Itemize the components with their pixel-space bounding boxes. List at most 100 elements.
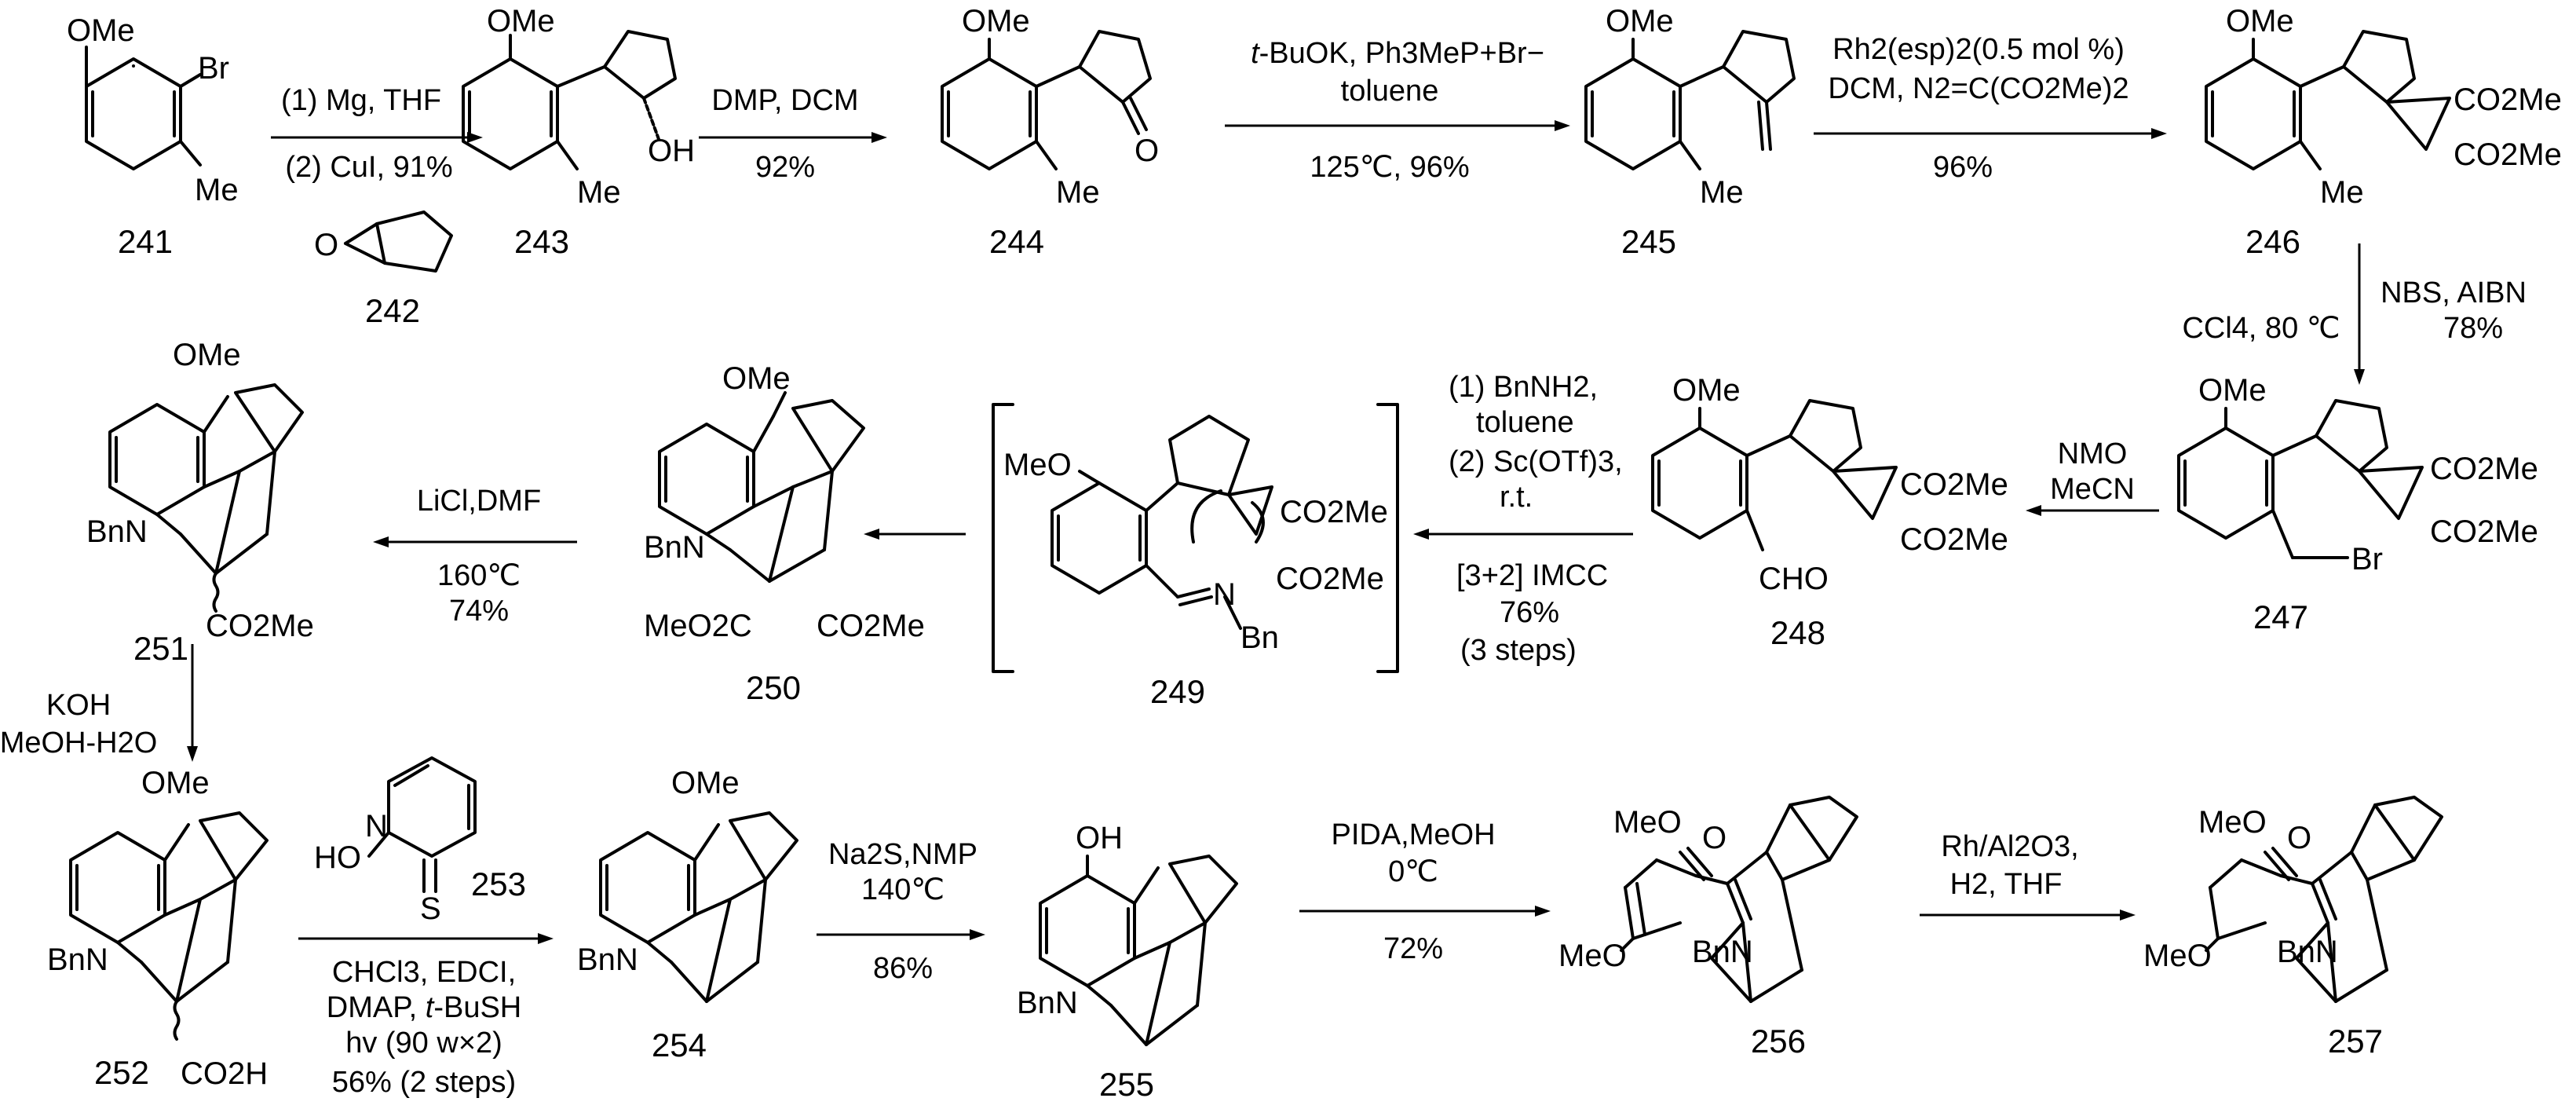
condition-text: toluene	[1341, 75, 1439, 108]
condition-text: DMP, DCM	[711, 84, 858, 117]
condition-text: CHCl3, EDCI,	[332, 956, 516, 989]
atom-ome: OMe	[1606, 4, 1674, 38]
atom-co2me: CO2Me	[2430, 452, 2538, 486]
condition-text: r.t.	[1500, 481, 1533, 514]
condition-text: MeCN	[2050, 473, 2135, 506]
arrowhead	[2354, 369, 2365, 385]
condition-text: CCl4, 80 ℃	[2182, 312, 2340, 345]
atom-bn: Bn	[1240, 620, 1279, 655]
atom-ome: OMe	[487, 4, 555, 38]
arrowhead	[538, 933, 554, 944]
atom-me: Me	[1700, 175, 1744, 210]
compound-label-247: 247	[2253, 598, 2308, 635]
atom-n: N	[365, 809, 388, 844]
condition-text: 72%	[1383, 932, 1443, 965]
compound-label-251: 251	[133, 630, 188, 667]
compound-254-structure: OMe BnN	[577, 766, 798, 1003]
arrowhead	[2151, 128, 2167, 139]
atom-ome: OMe	[1672, 373, 1741, 408]
atom-o: O	[2287, 821, 2311, 855]
arrowhead	[2120, 910, 2136, 921]
compound-252-structure: OMe BnN CO2H	[47, 766, 269, 1091]
condition-text: 140℃	[861, 873, 945, 906]
compound-250-structure: OMe BnN MeO2C CO2Me	[644, 361, 925, 643]
atom-bnn: BnN	[1017, 986, 1078, 1020]
compound-241-structure: OMe Br Me	[67, 13, 239, 207]
atom-meo: MeO	[2143, 939, 2212, 973]
condition-text: 96%	[1933, 151, 1993, 184]
atom-ome: OMe	[962, 4, 1030, 38]
atom-ome: OMe	[671, 766, 740, 800]
atom-me: Me	[195, 173, 239, 207]
compound-label-255: 255	[1099, 1066, 1154, 1103]
compound-label-252: 252	[94, 1054, 149, 1091]
atom-oh: OH	[648, 134, 695, 168]
atom-me: Me	[577, 175, 621, 210]
atom-s: S	[420, 891, 441, 926]
condition-text: DCM, N2=C(CO2Me)2	[1828, 72, 2128, 105]
atom-ome: OMe	[141, 766, 210, 800]
compound-247-structure: OMe CO2Me CO2Me Br	[2177, 373, 2538, 576]
condition-text: 125℃, 96%	[1310, 151, 1469, 184]
condition-text: (2) CuI, 91%	[285, 151, 452, 184]
atom-o: O	[314, 228, 338, 262]
atom-bnn: BnN	[1692, 935, 1753, 969]
atom-meo: MeO	[1003, 448, 1072, 482]
atom-meo: MeO	[1558, 939, 1627, 973]
atom-meo2c: MeO2C	[644, 609, 752, 643]
compound-label-245: 245	[1621, 223, 1676, 260]
atom-co2me: CO2Me	[2430, 514, 2538, 549]
condition-text: Rh/Al2O3,	[1941, 830, 2078, 863]
condition-text: (2) Sc(OTf)3,	[1449, 445, 1623, 478]
condition-text: 86%	[873, 952, 933, 985]
compound-253-structure: HO N S	[314, 756, 477, 926]
compound-label-248: 248	[1770, 614, 1825, 651]
compound-242-structure: O	[314, 210, 453, 273]
compound-label-253: 253	[471, 866, 526, 902]
compound-246-structure: OMe CO2Me CO2Me Me	[2205, 4, 2562, 210]
atom-meo: MeO	[1613, 805, 1682, 840]
atom-ome: OMe	[2226, 4, 2294, 38]
atom-co2me: CO2Me	[1280, 495, 1388, 529]
condition-text: 160℃	[437, 559, 521, 592]
compound-label-246: 246	[2245, 223, 2300, 260]
condition-text: 76%	[1500, 596, 1559, 629]
bracket-left	[992, 403, 1014, 673]
compound-256-structure: MeO O MeO BnN	[1558, 796, 1858, 1003]
atom-co2me: CO2Me	[817, 609, 925, 643]
condition-text: DMAP, t-BuSH	[327, 991, 522, 1024]
atom-br: Br	[2351, 542, 2383, 576]
atom-me: Me	[2320, 175, 2364, 210]
compound-251-structure: OMe BnN CO2Me	[86, 338, 314, 643]
compound-255-structure: OH BnN	[1017, 821, 1238, 1046]
atom-co2h: CO2H	[181, 1056, 268, 1091]
condition-text: 0℃	[1388, 855, 1438, 888]
atom-bnn: BnN	[2277, 935, 2338, 969]
condition-text: LiCl,DMF	[417, 485, 541, 518]
arrowhead	[970, 929, 985, 940]
compound-label-256: 256	[1751, 1023, 1806, 1060]
condition-text: 78%	[2443, 312, 2503, 345]
compound-243-structure: OMe OH Me	[462, 4, 695, 210]
atom-ho: HO	[314, 840, 361, 875]
atom-co2me: CO2Me	[1900, 467, 2008, 502]
condition-text: (1) BnNH2,	[1449, 371, 1598, 404]
compound-248-structure: OMe CO2Me CO2Me CHO	[1651, 373, 2008, 596]
atom-bnn: BnN	[86, 514, 148, 549]
compound-257-structure: MeO O MeO BnN	[2143, 796, 2443, 1003]
condition-text: PIDA,MeOH	[1331, 818, 1495, 851]
atom-co2me: CO2Me	[1900, 522, 2008, 557]
arrowhead	[2026, 505, 2041, 516]
compound-label-254: 254	[652, 1027, 707, 1063]
atom-ome: OMe	[173, 338, 241, 372]
arrowhead	[864, 529, 879, 540]
condition-text: Na2S,NMP	[828, 838, 977, 871]
condition-text: 74%	[449, 595, 509, 628]
atom-meo: MeO	[2198, 805, 2267, 840]
compound-label-243: 243	[514, 223, 569, 260]
condition-text: (3 steps)	[1460, 634, 1577, 667]
bracket-right	[1376, 403, 1399, 673]
condition-text: t-BuOK, Ph3MeP+Br−	[1251, 37, 1544, 70]
arrowhead	[187, 746, 198, 762]
